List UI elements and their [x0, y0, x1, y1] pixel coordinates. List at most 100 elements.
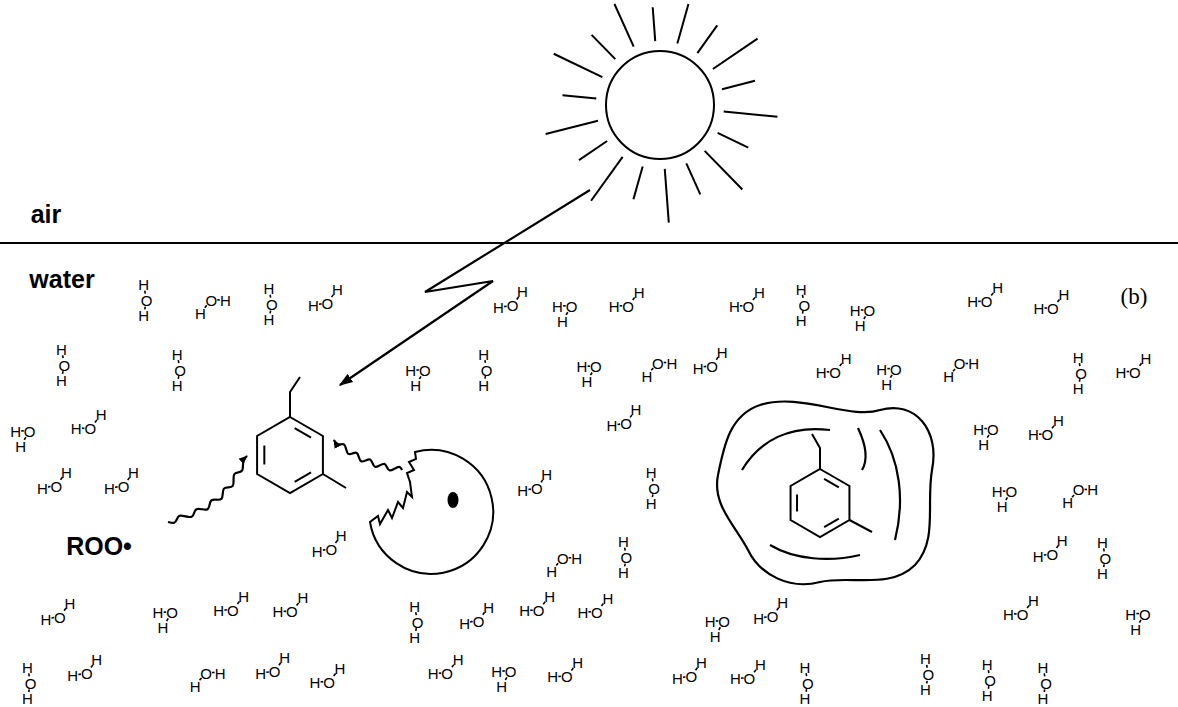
hydrogen-atom: H [519, 603, 530, 618]
hydrogen-atom: H [982, 656, 993, 671]
oxygen-atom: O [685, 669, 697, 684]
drawing-stroke [683, 676, 686, 678]
hydrogen-atom: H [1062, 495, 1073, 510]
drawing-stroke [861, 309, 864, 311]
hydrogen-atom: H [1087, 482, 1098, 497]
drawing-stroke [470, 621, 473, 623]
drawing-stroke [321, 681, 324, 683]
hydrogen-atom: H [1073, 349, 1084, 364]
oxygen-atom: O [412, 614, 424, 629]
hydrogen-atom: H [128, 465, 139, 480]
drawing-stroke [554, 54, 603, 77]
drawing-stroke [858, 428, 865, 470]
hydrogen-atom: H [841, 350, 852, 365]
oxygen-atom: O [269, 664, 281, 679]
hydrogen-atom: H [1116, 364, 1127, 379]
drawing-stroke [742, 429, 830, 470]
hydrogen-atom: H [544, 589, 555, 604]
drawing-stroke [579, 141, 607, 160]
hydrogen-atom: H [755, 657, 766, 672]
hydrogen-atom: H [478, 346, 489, 361]
hydrogen-atom: H [10, 423, 21, 438]
oxygen-atom: O [1040, 676, 1052, 691]
drawing-stroke [686, 163, 700, 194]
oxygen-atom: O [798, 297, 810, 312]
hydrogen-atom: H [547, 669, 558, 684]
hydrogen-atom: H [666, 355, 677, 370]
hydrogen-atom: H [1003, 606, 1014, 621]
oxygen-atom: O [206, 292, 218, 307]
oxygen-atom: O [648, 481, 660, 496]
hydrogen-atom: H [409, 629, 420, 644]
hydrogen-atom: H [816, 364, 827, 379]
hydrogen-atom: H [104, 481, 115, 496]
hydrogen-atom: H [754, 284, 765, 299]
hydrogen-atom: H [982, 687, 993, 702]
oxygen-atom: O [531, 481, 543, 496]
drawing-stroke [796, 495, 798, 512]
hydrogen-atom: H [61, 464, 72, 479]
oxygen-atom: O [1005, 484, 1017, 499]
hydrogen-atom: H [496, 679, 507, 694]
drawing-stroke [812, 434, 820, 469]
drawing-stroke [266, 671, 269, 673]
hydrogen-atom: H [641, 368, 652, 383]
organic-matter-sorbent [717, 401, 933, 584]
hydrogen-atom: H [428, 666, 439, 681]
drawing-stroke [257, 417, 323, 493]
drawing-stroke [323, 474, 346, 488]
drawing-stroke [770, 545, 860, 559]
oxygen-atom: O [742, 298, 754, 313]
drawing-stroke [705, 151, 743, 190]
hydrogen-atom: H [298, 590, 309, 605]
oxygen-atom: O [1046, 546, 1058, 561]
hydrogen-atom: H [602, 590, 613, 605]
oxygen-atom: O [622, 298, 634, 313]
hydrogen-atom: H [799, 659, 810, 674]
hydrogen-atom: H [1073, 380, 1084, 395]
hydrogen-atom: H [973, 421, 984, 436]
oxygen-atom: O [533, 603, 545, 618]
hydrogen-atom: H [409, 598, 420, 613]
hydrogen-atom: H [215, 665, 226, 680]
hydrogen-atom: H [279, 650, 290, 665]
oxygen-atom: O [566, 298, 578, 313]
hydrogen-atom: H [263, 281, 274, 296]
oxygen-atom: O [166, 605, 178, 620]
drawing-stroke [716, 620, 719, 622]
hydrogen-atom: H [517, 284, 528, 299]
drawing-stroke [416, 369, 419, 371]
drawing-stroke [290, 377, 300, 417]
oxygen-atom: O [561, 669, 573, 684]
drawing-stroke [713, 39, 758, 69]
hydrogen-atom: H [459, 615, 470, 630]
hydrogen-atom: H [576, 359, 587, 374]
hydrogen-atom: H [308, 298, 319, 313]
drawing-stroke [224, 609, 227, 611]
hydrogen-atom: H [138, 277, 149, 292]
hydrogen-atom: H [195, 305, 206, 320]
hydrogen-atom: H [796, 312, 807, 327]
hydrogen-atom: H [729, 298, 740, 313]
drawing-stroke [653, 7, 656, 41]
oxygen-atom: O [652, 355, 664, 370]
oxygen-atom: O [706, 358, 718, 373]
hydrogen-atom: H [517, 483, 528, 498]
drawing-stroke [588, 365, 591, 367]
hydrogen-atom: H [1057, 532, 1068, 547]
oxygen-atom: O [1075, 365, 1087, 380]
hydrogen-atom: H [158, 620, 169, 635]
drawing-stroke [323, 549, 326, 551]
drawing-stroke [984, 428, 987, 430]
hydrogen-atom: H [876, 361, 887, 376]
drawing-stroke [78, 673, 81, 675]
oxygen-atom: O [923, 667, 935, 682]
oxygen-atom: O [227, 602, 239, 617]
oxygen-atom: O [200, 665, 212, 680]
drawing-stroke [319, 303, 322, 305]
drawing-stroke [530, 609, 533, 611]
drawing-stroke [562, 95, 596, 98]
oxygen-atom: O [58, 357, 70, 372]
oxygen-atom: O [621, 550, 633, 565]
oxygen-atom: O [286, 604, 298, 619]
